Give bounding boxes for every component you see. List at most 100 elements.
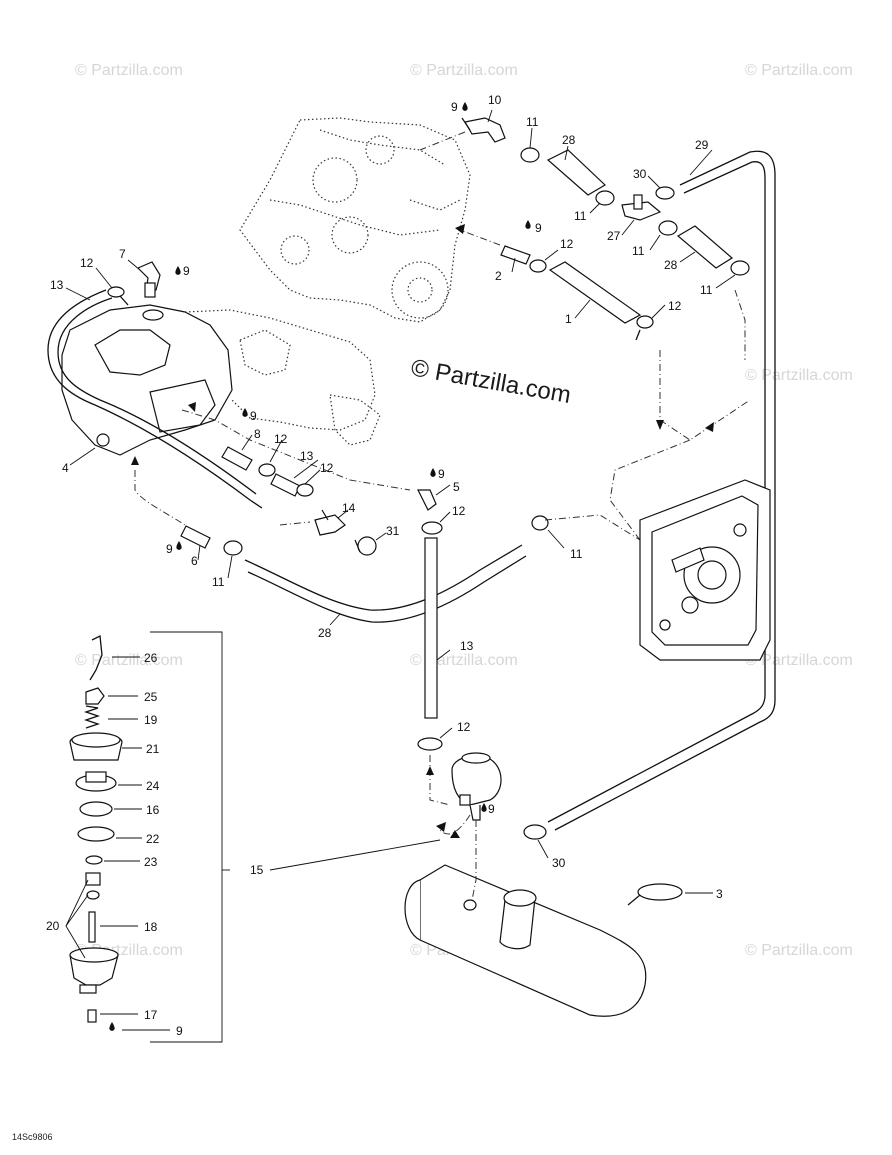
callout-11: 11 <box>526 115 539 129</box>
callout-21: 21 <box>146 742 160 756</box>
callout-9: 9 <box>438 467 445 481</box>
callout-12: 12 <box>320 461 334 475</box>
check-valve-15 <box>451 752 502 821</box>
oil-drop-icon <box>176 541 182 550</box>
callout-6: 6 <box>191 554 198 568</box>
callout-9: 9 <box>183 264 190 278</box>
callout-11: 11 <box>574 209 587 223</box>
flow-arrows <box>131 224 714 838</box>
clamp-12-hose-1 <box>635 315 654 341</box>
hose-28-lower <box>244 544 523 611</box>
pump-housing <box>639 479 771 661</box>
callout-12: 12 <box>560 237 574 251</box>
group-15-bracket <box>150 631 223 1043</box>
fitting-10 <box>461 117 506 143</box>
clamp-12 <box>107 286 129 306</box>
callout-12: 12 <box>80 256 94 270</box>
watermark-text: © Partzilla.com <box>410 62 518 79</box>
fitting-6 <box>180 525 211 549</box>
callout-20: 20 <box>46 919 60 933</box>
callout-26: 26 <box>144 651 158 665</box>
callout-9: 9 <box>176 1024 183 1038</box>
oil-drop-icon <box>430 468 436 477</box>
clamp-12-fitting-2 <box>529 259 547 273</box>
elbow-fitting-7 <box>136 261 161 298</box>
callout-13: 13 <box>300 449 314 463</box>
clamp-11-tee <box>658 220 678 236</box>
hose-1 <box>548 261 642 324</box>
valve-assembly-exploded <box>69 634 123 1023</box>
callout-28: 28 <box>664 258 678 272</box>
hose-13-vertical <box>424 537 438 719</box>
callout-30: 30 <box>633 167 647 181</box>
callout-4: 4 <box>62 461 69 475</box>
exhaust-manifold <box>61 304 381 456</box>
oil-drop-icon <box>525 220 531 229</box>
callout-14: 14 <box>342 501 356 515</box>
callout-28: 28 <box>562 133 576 147</box>
watermark-text: © Partzilla.com <box>745 942 853 959</box>
cap-31 <box>354 536 377 556</box>
oil-drop-icon <box>242 408 248 417</box>
clamp-12-center-bottom <box>417 737 443 751</box>
watermark-text: © Partzilla.com <box>745 367 853 384</box>
callout-15: 15 <box>250 863 264 877</box>
callout-10: 10 <box>488 93 502 107</box>
fitting-8 <box>221 446 253 471</box>
callout-3: 3 <box>716 887 723 901</box>
callout-11: 11 <box>570 547 583 561</box>
callout-9: 9 <box>488 802 495 816</box>
oil-drop-icon <box>109 1022 115 1031</box>
callout-12: 12 <box>457 720 471 734</box>
callout-29: 29 <box>695 138 709 152</box>
hose-13-left-loop <box>47 289 263 509</box>
callout-13: 13 <box>50 278 64 292</box>
callout-27: 27 <box>607 229 621 243</box>
callout-9: 9 <box>535 221 542 235</box>
callout-16: 16 <box>146 803 160 817</box>
oil-drop-icon <box>175 266 181 275</box>
callout-2: 2 <box>495 269 502 283</box>
leader-lines <box>65 109 736 1031</box>
fitting-2 <box>500 245 531 265</box>
engine-block-outline <box>239 117 471 323</box>
muffler <box>404 864 647 1017</box>
callout-12: 12 <box>452 504 466 518</box>
clamp-11-top <box>520 147 540 163</box>
clamp-11-upper-right <box>595 190 615 206</box>
clamp-11-lower-left <box>223 540 243 556</box>
clamp-11-center <box>531 515 549 531</box>
clamp-12c <box>296 483 314 497</box>
oil-drop-icon <box>481 803 487 812</box>
callout-1: 1 <box>565 312 572 326</box>
callout-28: 28 <box>318 626 332 640</box>
clamp-11-right <box>730 260 750 276</box>
callout-7: 7 <box>119 247 126 261</box>
hose-13-short <box>270 473 301 497</box>
watermark-text: © Partzilla.com <box>745 652 853 669</box>
zip-tie-3 <box>627 883 683 906</box>
callout-12: 12 <box>668 299 682 313</box>
callout-25: 25 <box>144 690 158 704</box>
watermark-text: © Partzilla.com <box>75 652 183 669</box>
clamp-12-center-top <box>421 521 443 535</box>
callout-13: 13 <box>460 639 474 653</box>
flow-paths <box>134 131 751 901</box>
clamp-12b <box>258 463 276 477</box>
lubricant-drop-icons <box>109 102 531 1031</box>
callout-24: 24 <box>146 779 160 793</box>
y-connector-14 <box>314 509 346 536</box>
callout-11: 11 <box>700 283 713 297</box>
callout-30: 30 <box>552 856 566 870</box>
watermark-center: © Partzilla.com <box>409 354 573 409</box>
callout-9: 9 <box>250 409 257 423</box>
hose-28-top <box>546 149 606 196</box>
oil-drop-icon <box>462 102 468 111</box>
callout-11: 11 <box>212 575 225 589</box>
callout-12: 12 <box>274 432 288 446</box>
callout-8: 8 <box>254 427 261 441</box>
callout-5: 5 <box>453 480 460 494</box>
clamp-30-lower <box>523 824 547 840</box>
watermark-text: © Partzilla.com <box>75 62 183 79</box>
